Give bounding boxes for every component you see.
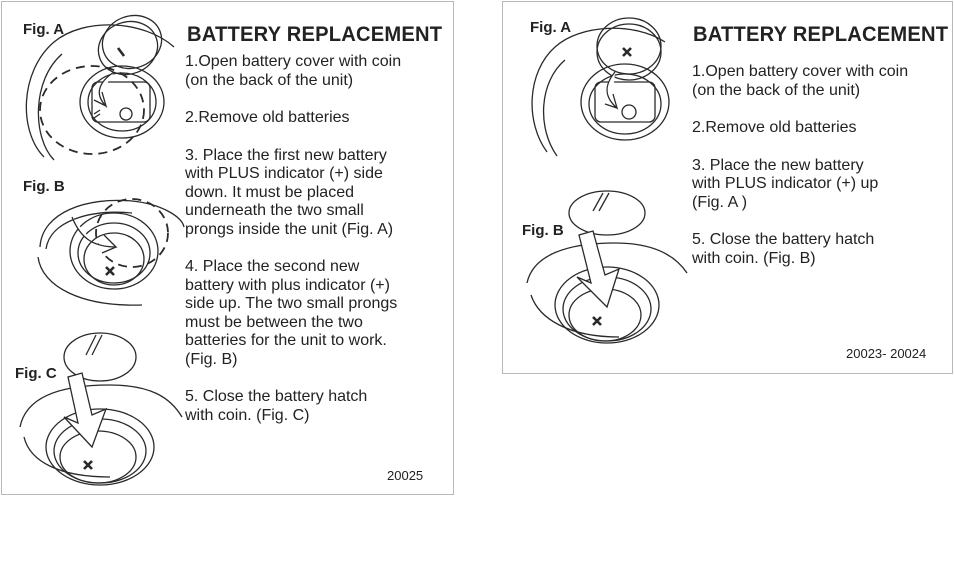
- fig-c-illustration: [19, 327, 183, 487]
- fig-b-label: Fig. B: [522, 222, 564, 239]
- fig-a-illustration: [14, 2, 184, 167]
- model-code: 20025: [387, 468, 424, 483]
- fig-b-label: Fig. B: [23, 178, 65, 195]
- fig-a-label: Fig. A: [530, 19, 572, 36]
- fig-c-label: Fig. C: [15, 365, 57, 382]
- instruction-card-left: Fig. A Fig. B: [1, 1, 454, 495]
- step-item: 5. Close the battery hatch with coin. (F…: [692, 231, 875, 267]
- fig-a-label: Fig. A: [23, 21, 65, 38]
- step-item: 3. Place the new battery with PLUS indic…: [692, 156, 879, 211]
- fig-b-illustration: [526, 187, 688, 347]
- step-item: 3. Place the first new battery with PLUS…: [185, 146, 394, 238]
- step-item: 2.Remove old batteries: [692, 119, 857, 136]
- fig-a-illustration: [525, 2, 687, 162]
- step-item: 2.Remove old batteries: [185, 109, 350, 126]
- step-item: 1.Open battery cover with coin (on the b…: [692, 63, 909, 99]
- card-title: BATTERY REPLACEMENT: [693, 23, 949, 46]
- step-item: 5. Close the battery hatch with coin. (F…: [185, 388, 368, 424]
- fig-b-illustration: [32, 187, 185, 312]
- step-list: 1.Open battery cover with coin (on the b…: [185, 53, 447, 444]
- card-title: BATTERY REPLACEMENT: [187, 23, 443, 46]
- step-list: 1.Open battery cover with coin (on the b…: [692, 63, 950, 287]
- model-code: 20023- 20024: [846, 346, 927, 361]
- step-item: 4. Place the second new battery with plu…: [185, 258, 398, 368]
- instruction-card-right: Fig. A Fig. B BATTERY REPLACEMENT 1.Open…: [502, 1, 953, 374]
- step-item: 1.Open battery cover with coin (on the b…: [185, 53, 402, 89]
